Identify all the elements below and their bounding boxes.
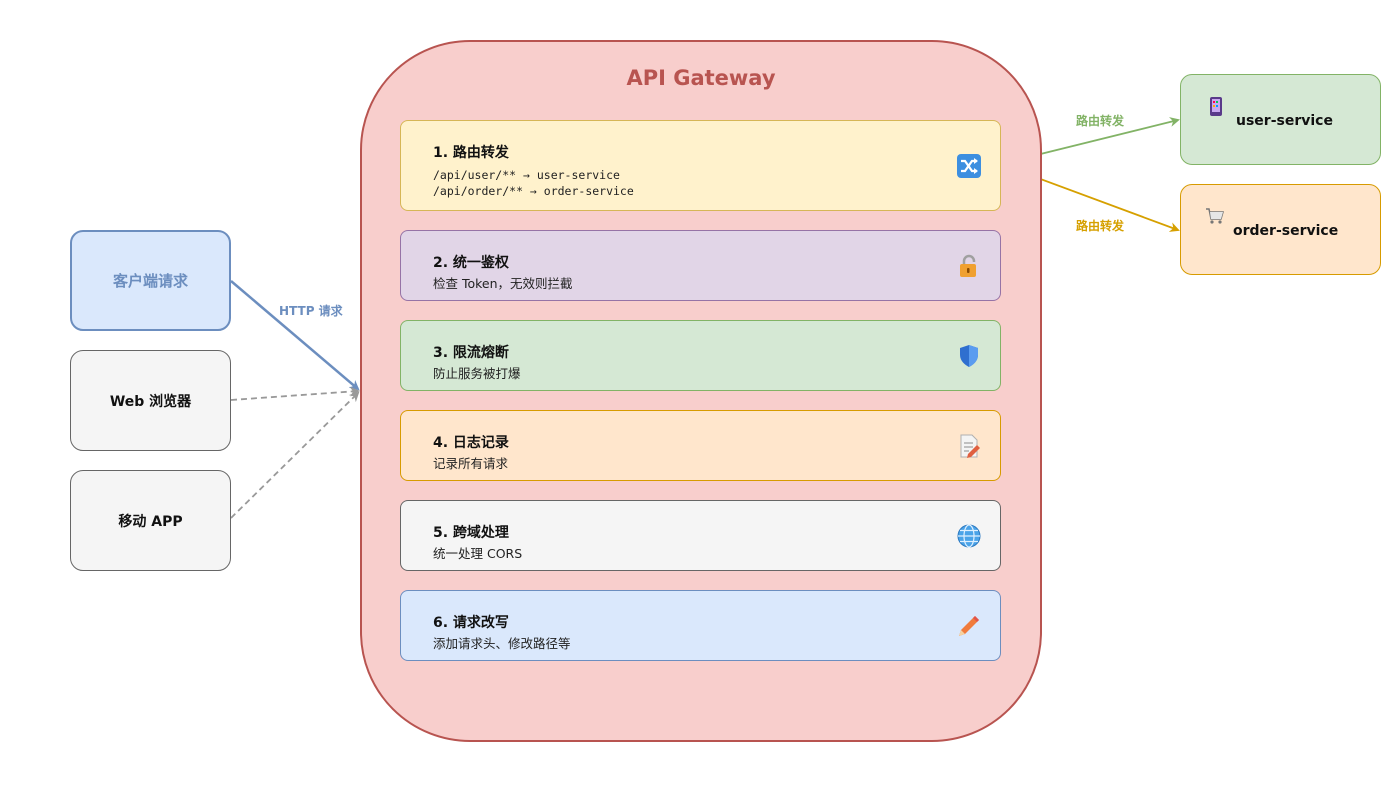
logging-title: 4. 日志记录 (433, 435, 509, 451)
routing-title: 1. 路由转发 (433, 145, 509, 161)
mobile-app-box[interactable]: 移动 APP (70, 470, 231, 571)
rewrite-desc: 添加请求头、修改路径等 (433, 636, 571, 651)
client-request-label: 客户端请求 (112, 272, 188, 290)
rate-limit-card[interactable]: 3. 限流熔断 防止服务被打爆 (400, 320, 1001, 391)
web-browser-box[interactable]: Web 浏览器 (70, 350, 231, 451)
memo-icon (960, 434, 980, 458)
http-request-arrow (230, 280, 360, 391)
app-dashed-arrow (230, 391, 360, 519)
web-dashed-arrow (230, 386, 360, 401)
cart-icon (1206, 208, 1224, 224)
logging-desc: 记录所有请求 (433, 456, 509, 471)
user-service-label: user-service (1236, 113, 1333, 129)
logging-card[interactable]: 4. 日志记录 记录所有请求 (400, 410, 1001, 481)
shuffle-icon (957, 153, 981, 178)
rewrite-card[interactable]: 6. 请求改写 添加请求头、修改路径等 (400, 590, 1001, 661)
web-browser-label: Web 浏览器 (109, 393, 192, 410)
rate-limit-desc: 防止服务被打爆 (433, 366, 521, 381)
auth-card[interactable]: 2. 统一鉴权 检查 Token，无效则拦截 (400, 230, 1001, 301)
mobile-app-label: 移动 APP (118, 513, 183, 530)
auth-title: 2. 统一鉴权 (433, 255, 509, 271)
routing-rule-user: /api/user/** → user-service (433, 168, 620, 182)
cors-title: 5. 跨域处理 (433, 525, 509, 541)
user-service-box[interactable]: user-service (1180, 74, 1381, 165)
route-user-label: 路由转发 (1076, 114, 1125, 128)
cors-desc: 统一处理 CORS (433, 546, 523, 561)
order-service-box[interactable]: order-service (1180, 184, 1381, 275)
routing-rule-order: /api/order/** → order-service (433, 184, 634, 198)
gateway-title: API Gateway (626, 66, 776, 90)
globe-icon (957, 523, 981, 548)
cors-card[interactable]: 5. 跨域处理 统一处理 CORS (400, 500, 1001, 571)
order-service-label: order-service (1233, 223, 1339, 239)
shield-icon (960, 344, 978, 367)
routing-rules: /api/user/** → user-service /api/order/*… (433, 167, 634, 199)
rate-limit-title: 3. 限流熔断 (433, 345, 509, 361)
http-request-label: HTTP 请求 (279, 304, 343, 318)
lock-icon (960, 254, 976, 277)
pencil-icon (959, 615, 979, 636)
routing-card[interactable]: 1. 路由转发 /api/user/** → user-service /api… (400, 120, 1001, 211)
route-order-label: 路由转发 (1076, 219, 1125, 233)
auth-desc: 检查 Token，无效则拦截 (433, 276, 573, 291)
phone-icon (1210, 97, 1222, 116)
client-request-box[interactable]: 客户端请求 (70, 230, 231, 331)
rewrite-title: 6. 请求改写 (433, 615, 509, 631)
